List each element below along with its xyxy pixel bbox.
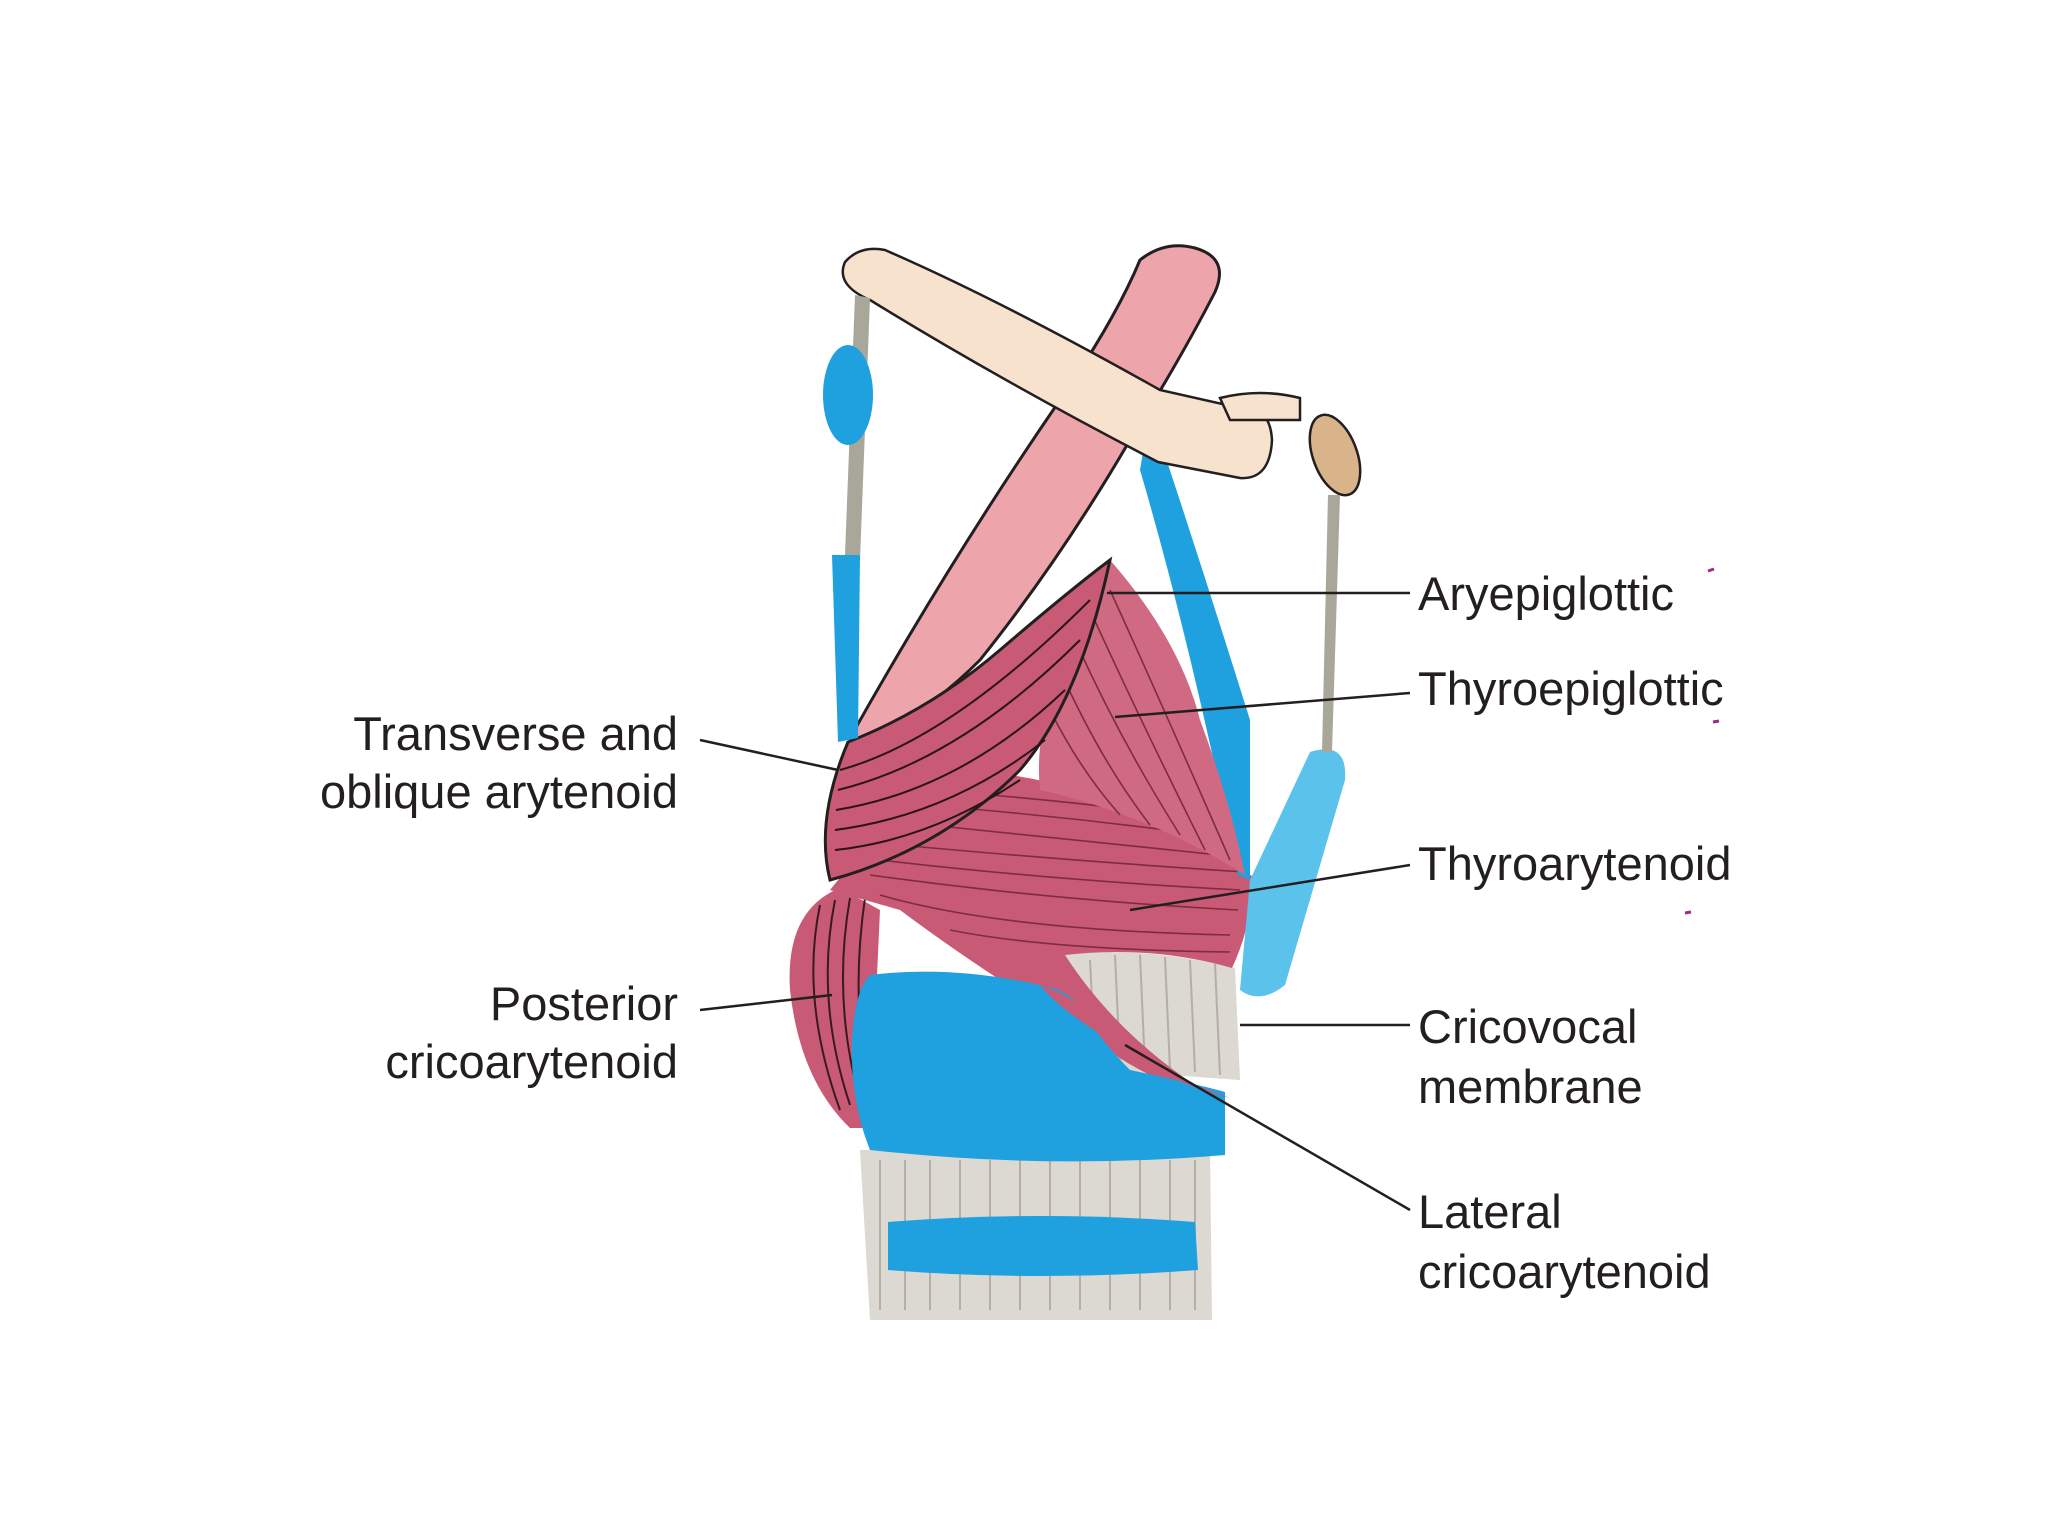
label-transverse-line2: oblique arytenoid xyxy=(320,765,678,818)
left-ligament xyxy=(823,295,873,742)
thyroid-cartilage-edge xyxy=(1240,749,1346,997)
hyoid-bone xyxy=(841,247,1362,497)
label-transverse-line1: Transverse and xyxy=(353,707,678,760)
label-posterior-line2: cricoarytenoid xyxy=(385,1035,678,1088)
label-thyroepiglottic: Thyroepiglottic xyxy=(1418,662,1724,715)
thyroepiglottic-ligament xyxy=(1140,410,1250,880)
label-cricovocal-line1: Cricovocal xyxy=(1418,1000,1637,1053)
label-lateral-line1: Lateral xyxy=(1418,1185,1562,1238)
label-cricovocal-line2: membrane xyxy=(1418,1060,1643,1113)
label-posterior-line1: Posterior xyxy=(490,977,678,1030)
stray-marks xyxy=(1684,567,1720,915)
tracheal-ring xyxy=(888,1216,1198,1276)
right-thin-ligament xyxy=(1322,495,1340,752)
label-aryepiglottic: Aryepiglottic xyxy=(1418,567,1674,620)
label-thyroarytenoid: Thyroarytenoid xyxy=(1418,837,1732,890)
transverse-oblique-arytenoid-muscle xyxy=(823,556,1113,882)
cricoid-cartilage xyxy=(851,971,1225,1162)
label-lateral-line2: cricoarytenoid xyxy=(1418,1245,1711,1298)
lateral-cricoarytenoid-muscle xyxy=(1040,985,1230,1098)
leader-lines xyxy=(699,591,1411,1212)
